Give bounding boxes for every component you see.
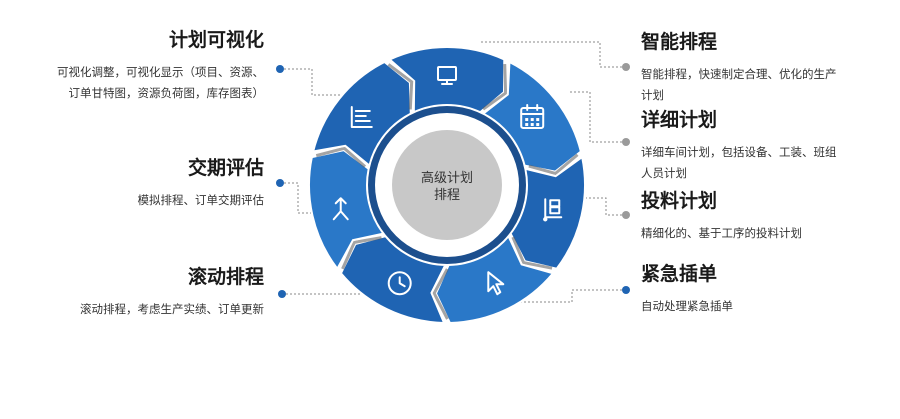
feature-desc-line: 滚动排程，考虑生产实绩、订单更新 xyxy=(80,302,264,316)
center-label-line1: 高级计划 xyxy=(421,170,473,186)
cursor-icon xyxy=(487,271,505,296)
segment-shadow xyxy=(511,236,553,270)
feature-title: 交期评估 xyxy=(187,157,264,179)
feature-desc-line: 计划 xyxy=(641,88,664,102)
feature-rolling: 滚动排程 滚动排程，考虑生产实绩、订单更新 xyxy=(14,265,264,320)
segment-shadow xyxy=(315,146,367,168)
monitor-icon xyxy=(437,66,457,85)
bar-list-icon xyxy=(350,106,373,129)
feature-urgent: 紧急插单 自动处理紧急插单 xyxy=(641,262,861,317)
connector-dot xyxy=(622,138,630,146)
connector-dot xyxy=(278,290,286,298)
feature-title: 智能排程 xyxy=(641,31,718,53)
feature-desc-line: 详细车间计划，包括设备、工装、班组 xyxy=(641,145,837,159)
feature-desc-line: 智能排程，快速制定合理、优化的生产 xyxy=(641,67,837,81)
center-label-line2: 排程 xyxy=(434,188,460,203)
connector-line xyxy=(520,289,626,303)
center-core-disc xyxy=(392,130,502,240)
connector-line xyxy=(280,68,340,96)
feature-desc-line: 模拟排程、订单交期评估 xyxy=(137,193,265,207)
feature-title: 详细计划 xyxy=(641,109,718,131)
feature-title: 投料计划 xyxy=(641,190,718,212)
feature-desc-line: 订单甘特图，资源负荷图，库存图表） xyxy=(68,86,265,100)
feature-delivery-eval: 交期评估 模拟排程、订单交期评估 xyxy=(14,156,265,211)
segment-shadow xyxy=(528,153,579,176)
feature-plan-visual: 计划可视化 可视化调整，可视化显示（项目、资源、 订单甘特图，资源负荷图，库存图… xyxy=(14,28,264,104)
feature-smart: 智能排程 智能排程，快速制定合理、优化的生产 计划 xyxy=(641,30,861,106)
connector-dot xyxy=(622,211,630,219)
feature-desc-line: 可视化调整，可视化显示（项目、资源、 xyxy=(57,65,264,79)
connector-line xyxy=(586,197,626,216)
connector-dot xyxy=(622,286,630,294)
segment-shadow xyxy=(432,268,449,320)
connector-line xyxy=(480,41,626,68)
connector-dot xyxy=(622,63,630,71)
clock-icon xyxy=(387,271,412,296)
segment-shadow xyxy=(482,64,508,111)
feature-material: 投料计划 精细化的、基于工序的投料计划 xyxy=(641,189,861,244)
feature-desc-line: 人员计划 xyxy=(641,166,687,180)
feature-desc-line: 自动处理紧急插单 xyxy=(641,299,733,313)
feature-desc-line: 精细化的、基于工序的投料计划 xyxy=(641,226,802,240)
segment-shadow xyxy=(387,63,414,110)
connector-dot xyxy=(276,179,284,187)
feature-title: 紧急插单 xyxy=(641,263,718,285)
dolly-icon xyxy=(543,198,563,222)
feature-title: 计划可视化 xyxy=(168,29,264,51)
feature-title: 滚动排程 xyxy=(187,266,264,288)
feature-detail: 详细计划 详细车间计划，包括设备、工装、班组 人员计划 xyxy=(641,108,861,184)
segment-shadow xyxy=(341,236,382,270)
calendar-icon xyxy=(520,104,545,130)
segment-icons xyxy=(332,66,563,296)
center-core: 高级计划 排程 xyxy=(387,125,507,245)
connector-dot xyxy=(276,65,284,73)
connector-line xyxy=(568,91,626,143)
connector-dots xyxy=(276,63,630,298)
connector-line xyxy=(280,182,318,214)
merge-arrow-icon xyxy=(332,197,349,221)
